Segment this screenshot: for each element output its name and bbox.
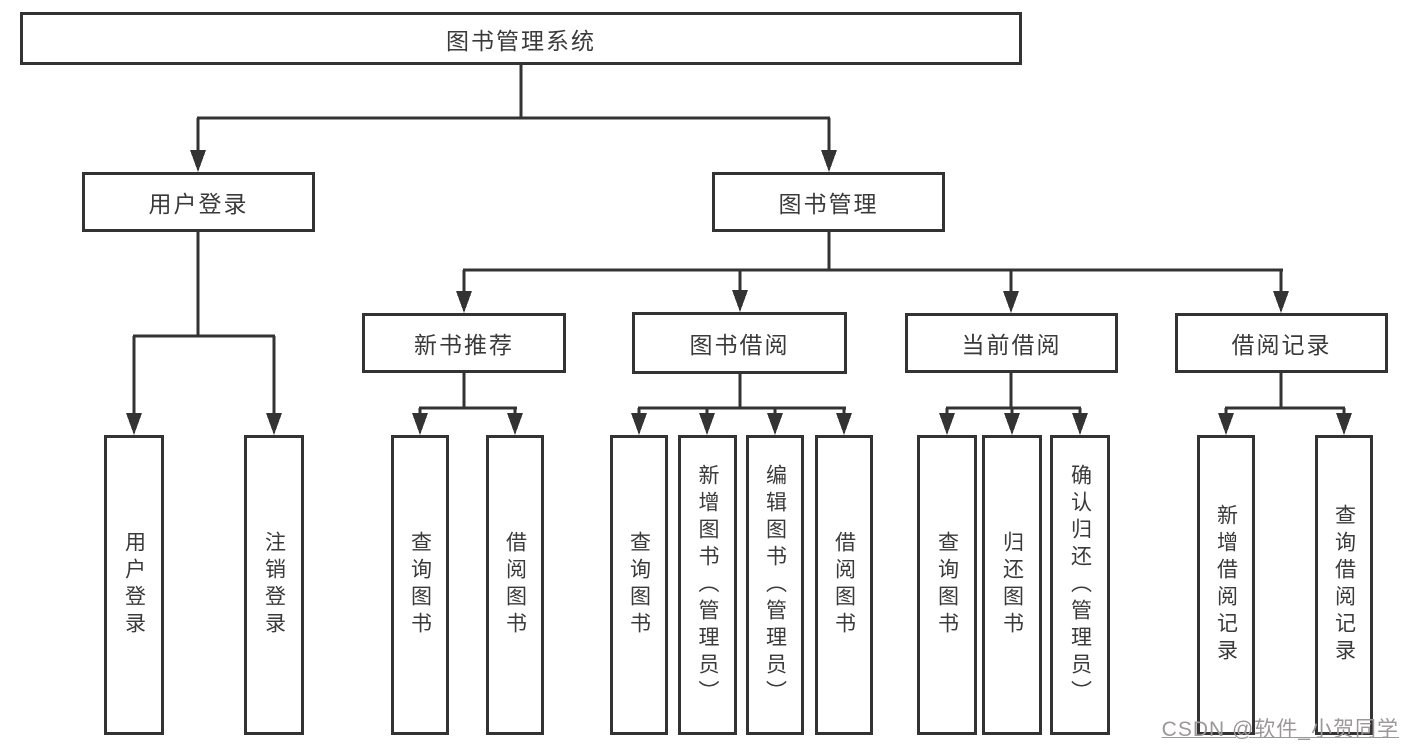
node-user-login: 用户登录 [82,172,315,232]
node-current-borrowing: 当前借阅 [905,313,1118,373]
node-borrowing-records-label: 借阅记录 [1231,332,1332,358]
leaf-edit-books-admin: 编辑图书（管理员） [746,435,804,735]
leaf-borrow-books-recommend: 借阅图书 [486,435,544,735]
leaf-return-books-label: 归还图书 [1000,531,1024,639]
leaf-query-books-recommend-label: 查询图书 [408,531,432,639]
leaf-query-books-borrow: 查询图书 [610,435,668,735]
node-book-borrowing: 图书借阅 [632,312,847,374]
leaf-confirm-return-admin: 确认归还（管理员） [1050,435,1110,735]
node-new-book-recommendation: 新书推荐 [362,313,566,373]
node-library-system: 图书管理系统 [20,12,1022,65]
leaf-query-borrow-record-label: 查询借阅记录 [1332,504,1356,666]
node-book-management-label: 图书管理 [778,191,879,217]
leaf-logout-label: 注销登录 [262,531,286,639]
node-new-book-recommendation-label: 新书推荐 [414,332,514,358]
leaf-logout: 注销登录 [244,435,304,735]
leaf-query-books-borrow-label: 查询图书 [627,531,651,639]
node-current-borrowing-label: 当前借阅 [961,332,1062,358]
leaf-borrow-books-borrow-label: 借阅图书 [832,531,856,639]
leaf-user-login: 用户登录 [104,435,164,735]
node-user-login-label: 用户登录 [148,191,249,217]
leaf-confirm-return-admin-label: 确认归还（管理员） [1068,463,1092,707]
leaf-add-borrow-record: 新增借阅记录 [1197,435,1255,735]
node-borrowing-records: 借阅记录 [1175,313,1388,373]
leaf-edit-books-admin-label: 编辑图书（管理员） [763,463,787,707]
node-book-borrowing-label: 图书借阅 [689,332,790,358]
leaf-return-books: 归还图书 [982,435,1042,735]
leaf-add-books-admin-label: 新增图书（管理员） [696,463,720,707]
leaf-query-books-current: 查询图书 [917,435,977,735]
leaf-borrow-books-borrow: 借阅图书 [815,435,873,735]
node-library-system-label: 图书管理系统 [446,27,596,54]
node-book-management: 图书管理 [712,172,945,232]
leaf-query-borrow-record: 查询借阅记录 [1315,435,1373,735]
leaf-query-books-current-label: 查询图书 [935,531,959,639]
leaf-borrow-books-recommend-label: 借阅图书 [503,531,527,639]
leaf-add-books-admin: 新增图书（管理员） [678,435,737,735]
leaf-query-books-recommend: 查询图书 [391,435,449,735]
leaf-user-login-label: 用户登录 [122,531,146,639]
watermark: CSDN @软件_小贺同学 [1161,718,1399,741]
leaf-add-borrow-record-label: 新增借阅记录 [1214,504,1238,666]
